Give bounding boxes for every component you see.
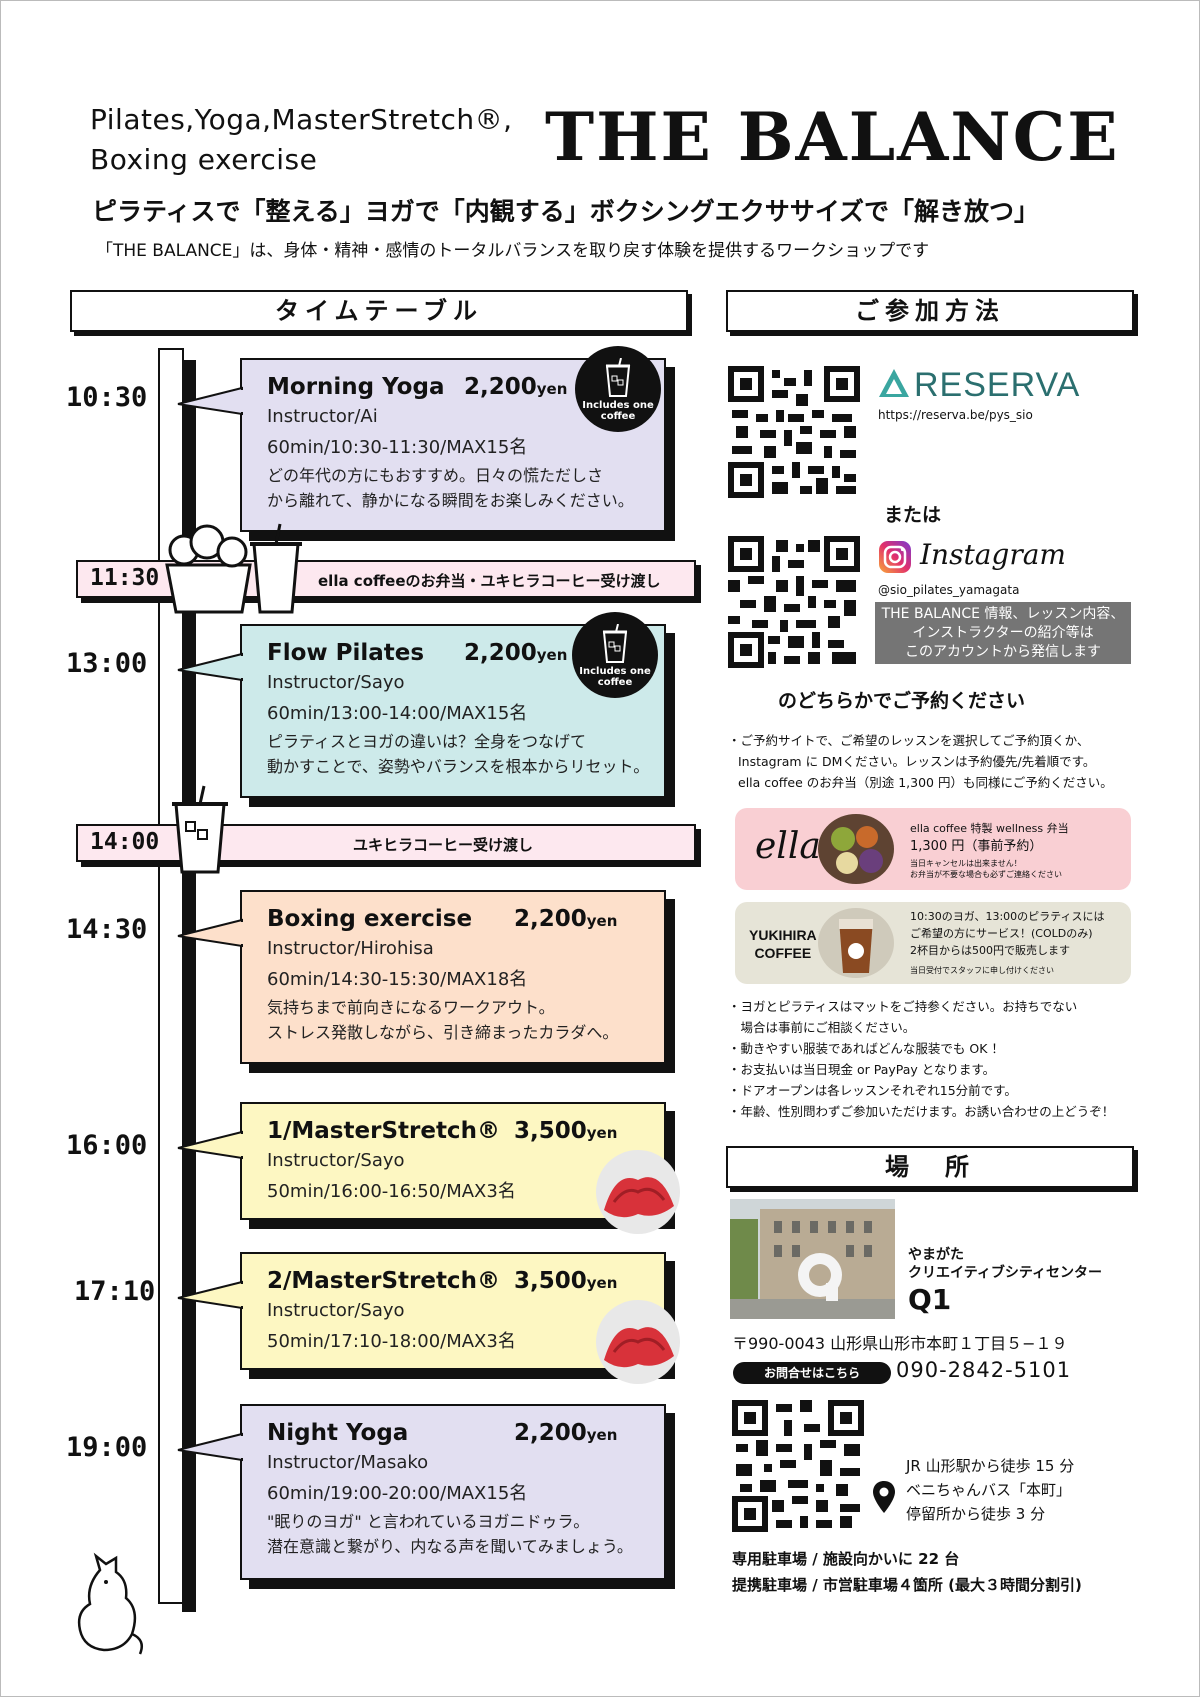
- stretch-tool-image: [596, 1150, 680, 1234]
- booking-cta: のどちらかでご予約ください: [778, 690, 1026, 712]
- class-card-morning-yoga: Morning Yoga 2,200yen Instructor/Ai 60mi…: [177, 346, 666, 532]
- subtitle-line2: Boxing exercise: [90, 143, 318, 176]
- class-card-night-yoga: Night Yoga 2,200yen Instructor/Masako 60…: [177, 1404, 666, 1580]
- venue-photo: [730, 1199, 895, 1319]
- instructor: Instructor/Masako: [267, 1452, 429, 1473]
- description: 「THE BALANCE」は、身体・精神・感情のトータルバランスを取り戻す体験を…: [96, 241, 930, 261]
- speech-tail: [177, 1432, 244, 1462]
- class-card-masterstretch-1: 1/MasterStretch® 3,500yen Instructor/Say…: [177, 1102, 680, 1234]
- booking-notes: ・ご予約サイトで、ご希望のレッスンを選択してご予約頂くか、 Instagram …: [728, 733, 1113, 790]
- iced-coffee-icon: [602, 624, 628, 663]
- map-pin-icon: [873, 1481, 895, 1513]
- reserva-logo-icon: [879, 369, 909, 397]
- class-description: "眠りのヨガ" と言われているヨガニドゥラ。潜在意識と繋がり、内なる声を聞いてみ…: [267, 1512, 633, 1556]
- time-label: 10:30: [66, 382, 148, 413]
- class-title: Boxing exercise: [267, 906, 473, 932]
- class-detail: 60min/19:00-20:00/MAX15名: [267, 1483, 528, 1504]
- class-price: 2,200yen: [464, 640, 568, 666]
- coffee-badge: Includes one coffee: [572, 612, 658, 698]
- time-label: 14:30: [66, 914, 148, 945]
- ella-logo: ella: [755, 826, 821, 867]
- class-title: Morning Yoga: [267, 374, 445, 400]
- time-label: 19:00: [66, 1432, 148, 1463]
- instagram-info-box: THE BALANCE 情報、レッスン内容、インストラクターの紹介等はこのアカウ…: [875, 602, 1131, 664]
- class-detail: 60min/14:30-15:30/MAX18名: [267, 969, 528, 990]
- instructor: Instructor/Hirohisa: [267, 938, 434, 959]
- class-detail: 50min/16:00-16:50/MAX3名: [267, 1181, 516, 1202]
- venue-address: 〒990-0043 山形県山形市本町１丁目５−１９: [732, 1334, 1068, 1353]
- subtitle-line1: Pilates,Yoga,MasterStretch®,: [90, 103, 513, 136]
- or-text: または: [884, 504, 942, 526]
- class-card-flow-pilates: Flow Pilates 2,200yen Instructor/Sayo 60…: [177, 612, 666, 798]
- contact-label: お問合せはこちら: [733, 1362, 891, 1384]
- schedule-band-1400: 14:00 ユキヒラコーヒー受け渡し: [76, 824, 696, 862]
- brand-title: THE BALANCE: [545, 98, 1120, 176]
- venue-name: やまがた クリエイティブシティセンター Q1: [908, 1247, 1103, 1316]
- stretch-tool-image: [596, 1300, 680, 1384]
- instagram-logo-icon: [879, 541, 911, 573]
- band-label: ella coffeeのお弁当・ユキヒラコーヒー受け渡し: [318, 572, 661, 590]
- iced-coffee-icon: [605, 358, 631, 397]
- instructor: Instructor/Ai: [267, 406, 378, 427]
- class-price: 3,500yen: [514, 1268, 618, 1294]
- time-label: 17:10: [74, 1276, 156, 1307]
- timetable-heading: タイムテーブル: [70, 290, 688, 332]
- class-title: Night Yoga: [267, 1420, 409, 1446]
- speech-tail: [177, 386, 244, 416]
- class-description: ピラティスとヨガの違いは？全身をつなげて動かすことで、姿勢やバランスを根本からリ…: [267, 732, 650, 776]
- coffee-badge: Includes one coffee: [575, 346, 661, 432]
- parking-info: 専用駐車場 / 施設向かいに 22 台 提携駐車場 / 市営駐車場４箇所 (最大…: [732, 1550, 1082, 1594]
- class-title: Flow Pilates: [267, 640, 425, 666]
- ella-coffee-promo: ella ella coffee 特製 wellness 弁当 1,300 円（…: [735, 808, 1131, 890]
- how-to-join-heading: ご参加方法: [726, 290, 1134, 332]
- class-description: 気持ちまで前向きになるワークアウト。ストレス発散しながら、引き締まったカラダへ。: [267, 998, 619, 1042]
- iced-coffee-icon: [172, 785, 228, 874]
- class-detail: 60min/13:00-14:00/MAX15名: [267, 703, 528, 724]
- instructor: Instructor/Sayo: [267, 1150, 405, 1171]
- class-detail: 50min/17:10-18:00/MAX3名: [267, 1331, 516, 1352]
- band-time: 11:30: [90, 565, 160, 591]
- cat-illustration-icon: [77, 1552, 143, 1655]
- class-card-masterstretch-2: 2/MasterStretch® 3,500yen Instructor/Say…: [177, 1252, 680, 1384]
- class-price: 2,200yen: [514, 906, 618, 932]
- band-time: 14:00: [90, 829, 160, 855]
- reserva-qr-code[interactable]: [728, 366, 860, 498]
- instructor: Instructor/Sayo: [267, 1300, 405, 1321]
- time-label: 13:00: [66, 648, 148, 679]
- iced-coffee-photo: [818, 908, 894, 978]
- class-card-boxing-exercise: Boxing exercise 2,200yen Instructor/Hiro…: [177, 890, 666, 1064]
- rules-list: ・ヨガとピラティスはマットをご持参ください。お持ちでない 場合は事前にご相談くだ…: [728, 999, 1115, 1119]
- instagram-handle[interactable]: @sio_pilates_yamagata: [878, 583, 1020, 597]
- access-info: JR 山形駅から徒歩 15 分 ベニちゃんバス「本町」 停留所から徒歩 3 分: [906, 1457, 1075, 1523]
- reserva-url[interactable]: https://reserva.be/pys_sio: [878, 408, 1033, 422]
- speech-tail: [177, 918, 244, 948]
- time-label: 16:00: [66, 1130, 148, 1161]
- speech-tail: [177, 1130, 244, 1160]
- speech-tail: [177, 1280, 244, 1310]
- class-price: 2,200yen: [464, 374, 568, 400]
- reserva-name: RESERVA: [914, 366, 1081, 404]
- bento-photo: [818, 814, 894, 884]
- class-detail: 60min/10:30-11:30/MAX15名: [267, 437, 528, 458]
- class-title: 2/MasterStretch®: [267, 1268, 500, 1294]
- speech-tail: [177, 652, 244, 682]
- class-description: どの年代の方にもおすすめ。日々の慌ただしさから離れて、静かになる瞬間をお楽しみく…: [267, 466, 634, 510]
- bento-coffee-icon: [165, 523, 302, 614]
- phone-number[interactable]: 090-2842-5101: [896, 1358, 1072, 1382]
- class-title: 1/MasterStretch®: [267, 1118, 500, 1144]
- tagline: ピラティスで「整える」ヨガで「内観する」ボクシングエクササイズで「解き放つ」: [92, 197, 1040, 226]
- instructor: Instructor/Sayo: [267, 672, 405, 693]
- instagram-qr-code[interactable]: [728, 536, 860, 668]
- header-subtitle: Pilates,Yoga,MasterStretch®, Boxing exer…: [90, 100, 513, 180]
- class-price: 2,200yen: [514, 1420, 618, 1446]
- class-price: 3,500yen: [514, 1118, 618, 1144]
- location-heading: 場 所: [726, 1146, 1134, 1188]
- band-label: ユキヒラコーヒー受け渡し: [353, 836, 534, 854]
- instagram-name: Instagram: [920, 538, 1066, 571]
- map-qr-code[interactable]: [732, 1400, 864, 1532]
